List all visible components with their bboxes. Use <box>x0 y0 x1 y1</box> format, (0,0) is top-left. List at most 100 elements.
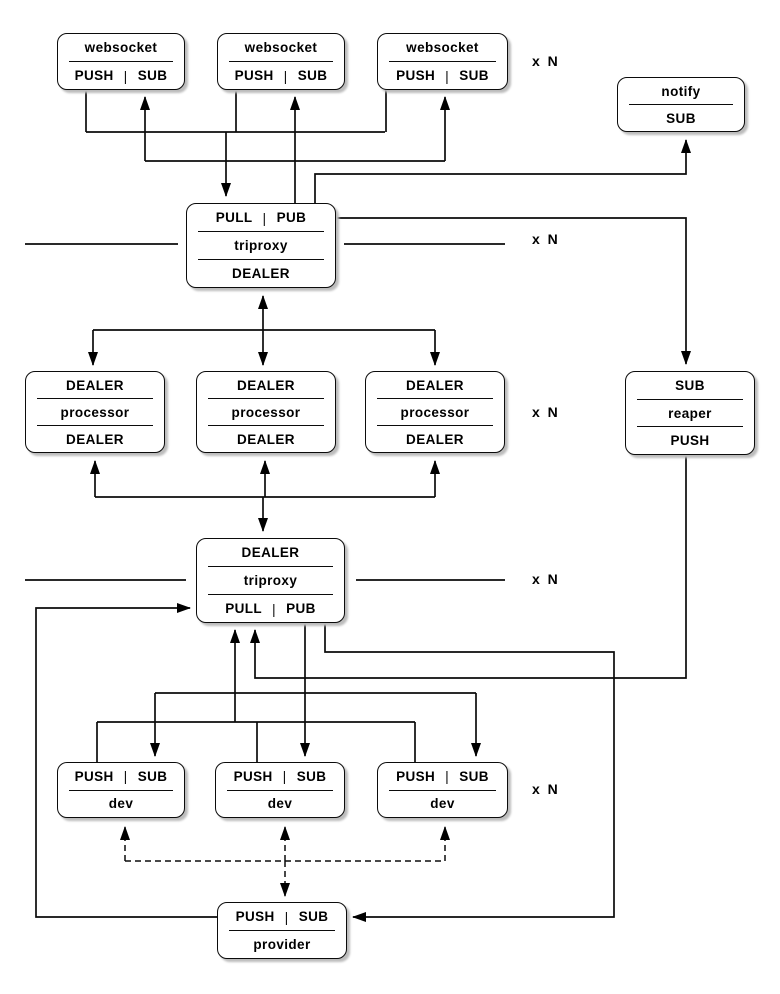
push-socket-label: PUSH <box>74 768 114 784</box>
socket-separator: | <box>123 768 128 785</box>
replication-label: x N <box>532 404 560 420</box>
edge-lower-triproxy-pub-to-dev-sub <box>150 623 481 757</box>
node-title: websocket <box>84 40 158 55</box>
divider <box>208 594 333 595</box>
edge-websocket-push-to-upper-triproxy-pull <box>85 90 387 197</box>
node-title: triproxy <box>243 573 298 588</box>
divider <box>377 398 493 399</box>
edge-dev-provider-dashed-feedback <box>120 826 450 897</box>
divider <box>208 425 324 426</box>
divider <box>198 259 324 260</box>
replication-label: x N <box>532 231 560 247</box>
node-title: dev <box>267 796 293 812</box>
socket-row: PULL|PUB <box>197 595 344 622</box>
push-socket-label: PUSH <box>235 909 275 924</box>
divider <box>198 231 324 232</box>
dealer-socket-label: DEALER <box>406 431 464 447</box>
socket-separator: | <box>283 67 288 84</box>
dealer-socket-label: DEALER <box>237 377 295 393</box>
pub-socket-label: PUB <box>286 601 316 616</box>
push-socket-label: PUSH <box>234 68 274 83</box>
socket-separator: | <box>445 67 450 84</box>
node-title: websocket <box>406 40 479 55</box>
node-title: processor <box>400 404 470 420</box>
divider <box>637 398 743 400</box>
sub-socket-label: SUB <box>298 909 329 924</box>
edge-lower-triproxy-pub-to-provider-sub <box>324 623 615 922</box>
pull-socket-label: PULL <box>215 210 253 225</box>
node-triproxy-lower: DEALER triproxy PULL|PUB <box>196 538 345 623</box>
divider <box>227 789 333 791</box>
push-socket-label: PUSH <box>74 68 114 83</box>
node-title: dev <box>108 796 134 812</box>
divider <box>377 425 493 426</box>
edge-provider-push-to-lower-triproxy-pull <box>35 603 217 918</box>
socket-separator: | <box>445 768 450 785</box>
node-title: dev <box>430 796 455 812</box>
dealer-socket-label: DEALER <box>66 431 124 447</box>
replication-label: x N <box>532 781 560 797</box>
node-processor-3: DEALER processor DEALER <box>365 371 505 453</box>
edge-dev-push-to-lower-triproxy-pull <box>96 629 416 762</box>
edge-upper-triproxy-pub-to-reaper-sub <box>336 217 691 365</box>
edge-processors-dealer-to-lower-triproxy <box>90 460 440 532</box>
divider <box>629 104 733 105</box>
socket-separator: | <box>284 908 289 925</box>
node-reaper: SUB reaper PUSH <box>625 371 755 455</box>
node-processor-1: DEALER processor DEALER <box>25 371 165 453</box>
edge-upper-triproxy-pub-to-notify-sub <box>314 139 691 203</box>
node-provider: PUSH | SUB provider <box>217 902 347 959</box>
divider <box>69 61 173 62</box>
sub-socket-label: SUB <box>666 110 696 126</box>
node-title: websocket <box>244 40 318 55</box>
socket-separator: | <box>282 768 287 785</box>
divider <box>389 61 496 62</box>
node-title: reaper <box>668 405 712 421</box>
dealer-socket-label: DEALER <box>241 545 300 560</box>
push-socket-label: PUSH <box>396 768 436 784</box>
node-websocket-1: websocket PUSH | SUB <box>57 33 185 90</box>
divider <box>389 789 496 791</box>
node-title: provider <box>253 937 311 952</box>
node-title: notify <box>661 83 701 99</box>
node-title: triproxy <box>234 238 288 253</box>
sub-socket-label: SUB <box>296 768 327 784</box>
divider <box>208 398 324 399</box>
sub-socket-label: SUB <box>137 768 168 784</box>
sub-socket-label: SUB <box>459 68 489 83</box>
divider <box>229 61 333 62</box>
node-dev-3: PUSH | SUB dev <box>377 762 508 818</box>
socket-row: PUSH | SUB <box>378 62 507 89</box>
dealer-socket-label: DEALER <box>406 377 464 393</box>
node-websocket-3: websocket PUSH | SUB <box>377 33 508 90</box>
replication-label: x N <box>532 571 560 587</box>
node-notify: notify SUB <box>617 77 745 132</box>
dealer-socket-label: DEALER <box>232 266 290 281</box>
divider <box>69 789 173 791</box>
sub-socket-label: SUB <box>459 768 489 784</box>
sub-socket-label: SUB <box>675 377 705 393</box>
node-processor-2: DEALER processor DEALER <box>196 371 336 453</box>
divider <box>229 930 335 931</box>
node-dev-1: PUSH | SUB dev <box>57 762 185 818</box>
socket-row: PUSH | SUB <box>216 763 344 790</box>
socket-separator: | <box>262 209 267 226</box>
divider <box>637 426 743 428</box>
socket-separator: | <box>272 600 277 617</box>
node-dev-2: PUSH | SUB dev <box>215 762 345 818</box>
push-socket-label: PUSH <box>396 68 436 83</box>
divider <box>37 398 153 399</box>
divider <box>37 425 153 426</box>
socket-row: PUSH | SUB <box>378 763 507 790</box>
divider <box>208 566 333 567</box>
socket-separator: | <box>123 67 128 84</box>
pub-socket-label: PUB <box>276 210 307 225</box>
push-socket-label: PUSH <box>670 433 710 449</box>
edge-upper-triproxy-pub-to-websocket-sub <box>140 96 450 203</box>
edge-upper-triproxy-dealer-to-processors <box>88 295 440 366</box>
sub-socket-label: SUB <box>137 68 168 83</box>
edge-reaper-push-to-lower-triproxy-pull <box>250 455 687 679</box>
push-socket-label: PUSH <box>233 768 273 784</box>
